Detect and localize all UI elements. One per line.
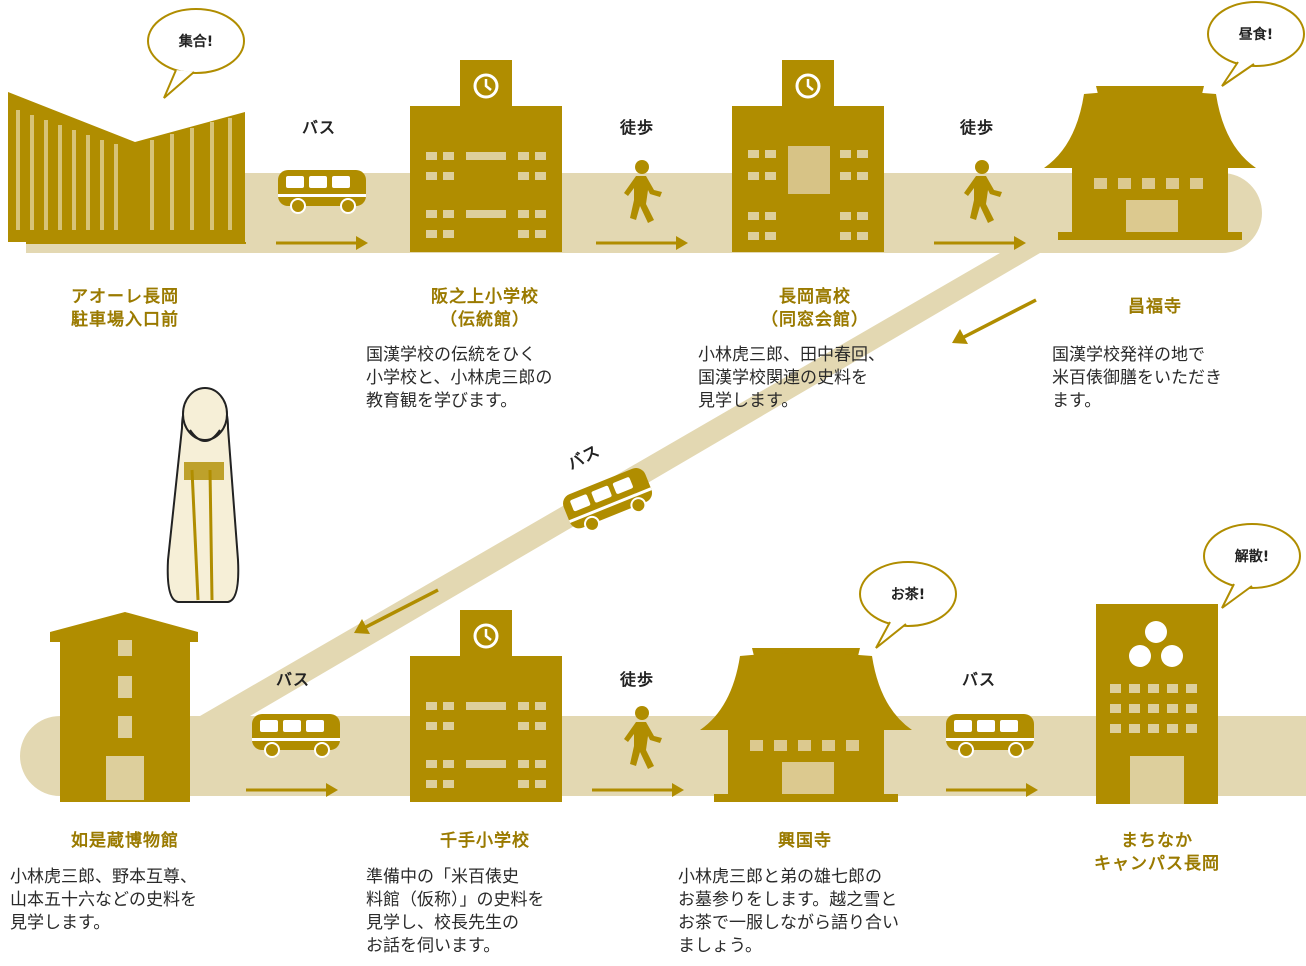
stop-name-nagaoka: 長岡高校 （同窓会館）: [761, 287, 869, 330]
transport-label: バス: [302, 118, 337, 137]
bubble-kokokuji: [859, 561, 957, 649]
stop-name-machinaka: まちなか キャンパス長岡: [1094, 831, 1220, 874]
sakanoue-school-icon: [408, 58, 564, 254]
machinaka-campus-icon: [1096, 604, 1218, 804]
bubble-text-gather: 集合!: [178, 34, 214, 50]
bubble-text-lunch: 昼食!: [1238, 27, 1274, 43]
nyoze-museum-icon: [50, 612, 198, 802]
shofukuji-temple-icon: [1044, 86, 1256, 240]
bubble-shofukuji: [1207, 1, 1305, 87]
transport-label: バス: [962, 670, 997, 689]
transport-label: 徒歩: [620, 670, 655, 689]
transport-label: バス: [276, 670, 311, 689]
transport-label: 徒歩: [960, 118, 995, 137]
stop-name-sakanoue: 阪之上小学校 （伝統館）: [431, 287, 539, 330]
bubble-text-dismiss: 解散!: [1234, 549, 1270, 565]
stop-name-kokokuji: 興国寺: [778, 831, 832, 851]
stop-desc-sakanoue: 国漢学校の伝統をひく 小学校と、小林虎三郎の 教育観を学びます。: [366, 345, 553, 411]
stop-name-aore: アオーレ長岡 駐車場入口前: [71, 287, 179, 330]
bubble-machinaka: [1203, 523, 1301, 609]
stop-name-senju: 千手小学校: [440, 831, 530, 851]
stop-desc-nagaoka: 小林虎三郎、田中春回、 国漢学校関連の史料を 見学します。: [698, 345, 885, 411]
stop-desc-senju: 準備中の「米百俵史 料館（仮称）」の史料を 見学し、校長先生の お話を伺います。: [366, 867, 545, 956]
kokokuji-temple-icon: [700, 648, 912, 802]
senju-school-icon: [408, 608, 564, 804]
bus-icon: [560, 465, 659, 539]
kobayashi-torasaburo-figure: [166, 387, 240, 603]
stop-desc-shofukuji: 国漢学校発祥の地で 米百俵御膳をいただき ます。: [1052, 345, 1222, 411]
stop-desc-nyoze: 小林虎三郎、野本互尊、 山本五十六などの史料を 見学します。: [10, 867, 197, 933]
bubble-text-tea: お茶!: [890, 587, 926, 603]
nagaoka-highschool-icon: [732, 60, 884, 252]
transport-label: 徒歩: [620, 118, 655, 137]
stop-name-shofukuji: 昌福寺: [1128, 297, 1182, 317]
stop-desc-kokokuji: 小林虎三郎と弟の雄七郎の お墓参りをします。越之雪と お茶で一服しながら語り合い…: [678, 867, 899, 956]
stop-name-nyoze: 如是蔵博物館: [71, 831, 179, 851]
route-band: [20, 173, 1306, 796]
bubble-aore: [147, 8, 245, 99]
